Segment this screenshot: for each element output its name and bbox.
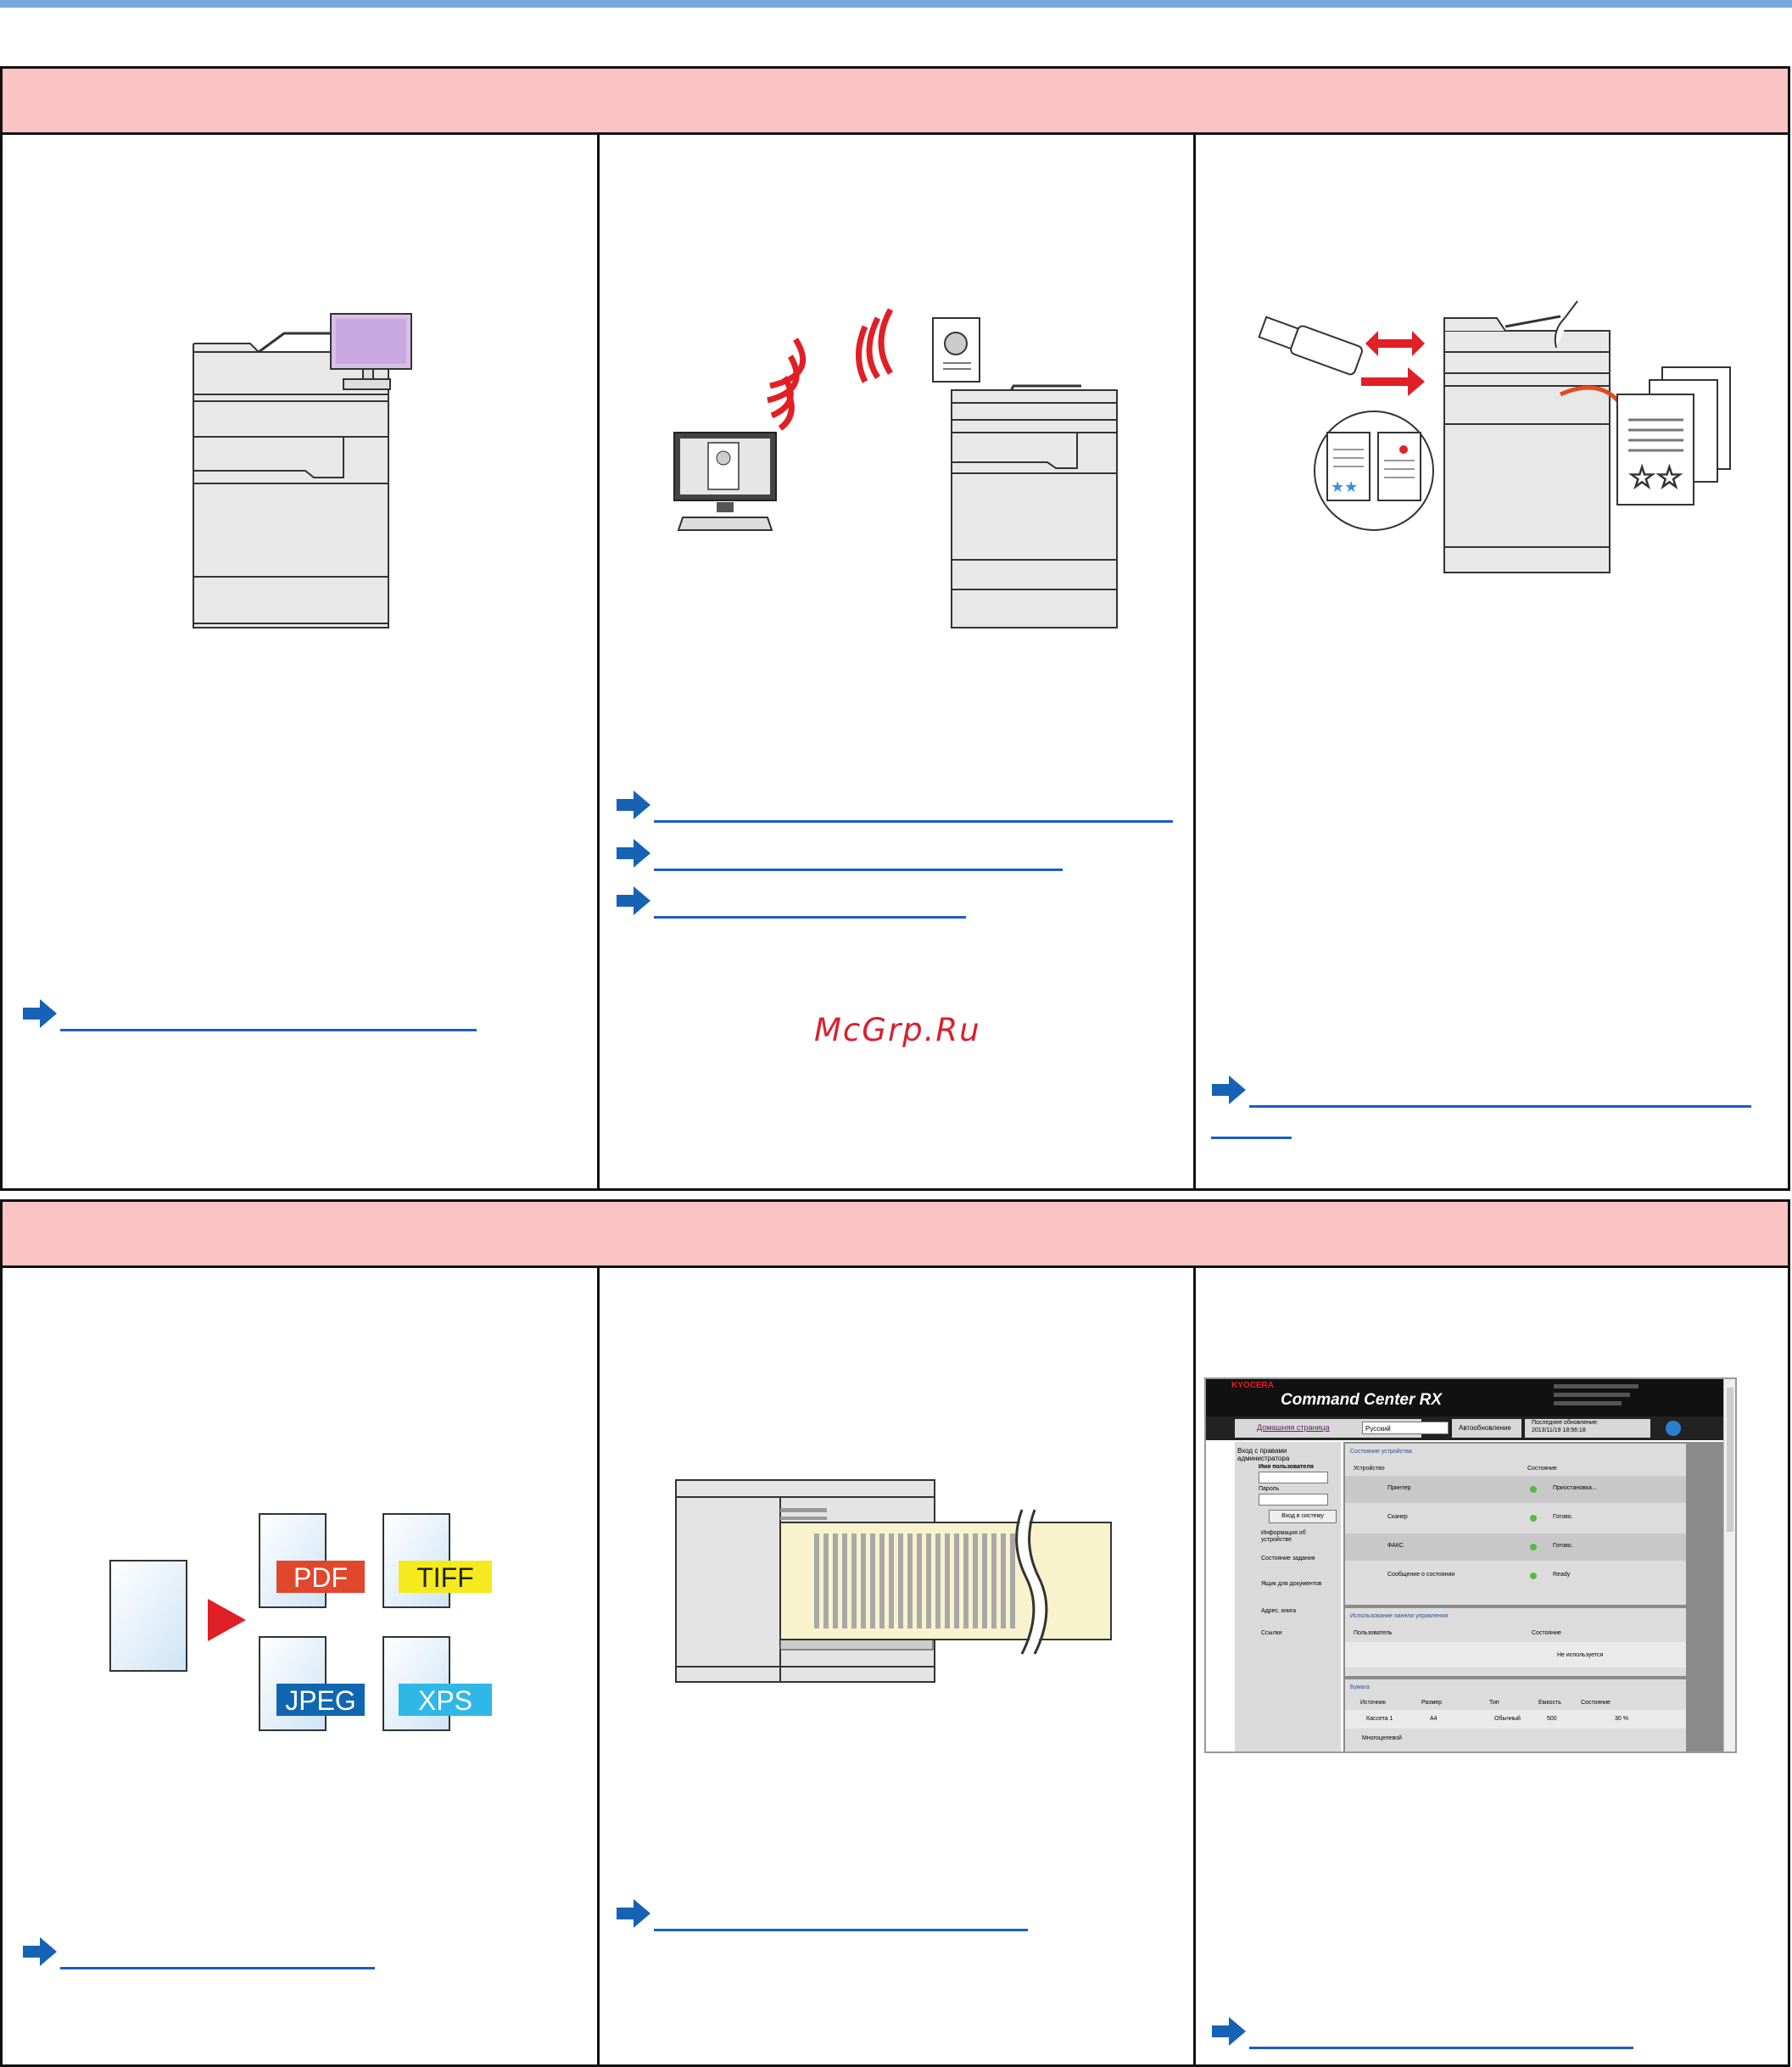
divider bbox=[1193, 135, 1196, 1191]
text-line-bar bbox=[935, 1533, 941, 1628]
divider bbox=[1193, 1268, 1196, 2067]
column-header: Состояние bbox=[1527, 1466, 1557, 1472]
text-lines bbox=[814, 1533, 1015, 1628]
nav-item[interactable]: Состояние задания bbox=[1261, 1556, 1315, 1561]
text-line-bar bbox=[917, 1533, 922, 1628]
text-line-bar bbox=[954, 1533, 959, 1628]
device-status-title: Состояние устройства bbox=[1350, 1449, 1412, 1455]
text-line-bar bbox=[1001, 1533, 1006, 1628]
cell-5-link[interactable] bbox=[617, 1897, 1028, 1931]
device-row: Сообщение о состоянии Ready bbox=[1345, 1562, 1686, 1589]
arrow-icon bbox=[1212, 2017, 1246, 2046]
auto-refresh-checkbox[interactable]: Автообновление bbox=[1459, 1424, 1511, 1432]
mfp-with-pc-illustration bbox=[193, 310, 412, 628]
nav-item[interactable]: Ссылки bbox=[1261, 1630, 1282, 1636]
long-original-illustration bbox=[675, 1479, 1112, 1683]
text-line-bar bbox=[879, 1533, 885, 1628]
text-line-bar bbox=[991, 1533, 996, 1628]
text-line-bar bbox=[1010, 1533, 1015, 1628]
column-header: Устройство bbox=[1354, 1466, 1385, 1472]
text-line-bar bbox=[833, 1533, 838, 1628]
text-line-bar bbox=[907, 1533, 913, 1628]
ccrx-sidebar: Вход с правами администратора Имя пользо… bbox=[1235, 1442, 1341, 1751]
password-label: Пароль bbox=[1259, 1486, 1280, 1492]
scrollbar[interactable] bbox=[1723, 1379, 1735, 1751]
paper-panel: Бумага Источник Размер Тип Емкость Состо… bbox=[1345, 1679, 1686, 1751]
text-line-bar bbox=[889, 1533, 894, 1628]
wireless-print-illustration bbox=[673, 308, 1118, 628]
panel-usage-title: Использование панели управления bbox=[1350, 1613, 1449, 1619]
text-line-bar bbox=[870, 1533, 875, 1628]
refresh-icon[interactable] bbox=[1666, 1421, 1681, 1436]
cell-3-link[interactable] bbox=[1212, 1074, 1755, 1108]
cell-2-link-1[interactable] bbox=[617, 789, 1176, 823]
cell-1-link[interactable] bbox=[23, 997, 477, 1031]
text-line-bar bbox=[851, 1533, 857, 1628]
top-accent-bar bbox=[0, 0, 1792, 8]
app-title: Command Center RX bbox=[1281, 1391, 1443, 1409]
svg-text:☆☆: ☆☆ bbox=[1628, 460, 1683, 494]
svg-text:★★: ★★ bbox=[1331, 478, 1358, 495]
password-input[interactable] bbox=[1259, 1494, 1328, 1506]
text-line-bar bbox=[973, 1533, 978, 1628]
format-tiff: TIFF bbox=[416, 1562, 474, 1593]
language-select[interactable]: Русский bbox=[1362, 1422, 1449, 1434]
nav-item[interactable]: Информация об устройстве bbox=[1261, 1530, 1306, 1543]
file-format-illustration: PDF TIFF JPEG XPS bbox=[109, 1513, 492, 1731]
text-line-bar bbox=[982, 1533, 987, 1628]
text-line-bar bbox=[898, 1533, 903, 1628]
format-pdf: PDF bbox=[293, 1562, 348, 1593]
text-line-bar bbox=[842, 1533, 847, 1628]
watermark: McGrp.Ru bbox=[814, 1012, 981, 1048]
section-2-header bbox=[3, 1202, 1788, 1268]
divider bbox=[597, 1268, 600, 2067]
cell-2-link-3[interactable] bbox=[617, 885, 973, 919]
brand-logo: KYOCERA bbox=[1231, 1381, 1275, 1390]
column-header: Состояние bbox=[1532, 1630, 1561, 1636]
arrow-icon bbox=[617, 1899, 650, 1928]
paper-title: Бумага bbox=[1350, 1684, 1370, 1690]
text-line-bar bbox=[945, 1533, 950, 1628]
ccrx-header: KYOCERA Command Center RX bbox=[1206, 1379, 1723, 1416]
divider bbox=[597, 135, 600, 1191]
cell-2-link-2[interactable] bbox=[617, 837, 1066, 871]
login-button[interactable]: Вход в систему bbox=[1269, 1510, 1337, 1523]
ccrx-content: Состояние устройства Устройство Состояни… bbox=[1343, 1442, 1723, 1751]
text-line-bar bbox=[823, 1533, 829, 1628]
username-input[interactable] bbox=[1259, 1472, 1328, 1483]
device-row: Принтер Приостановка... bbox=[1345, 1476, 1686, 1503]
device-status-panel: Состояние устройства Устройство Состояни… bbox=[1345, 1444, 1686, 1605]
arrow-icon bbox=[617, 839, 650, 868]
arrow-icon bbox=[23, 999, 57, 1028]
nav-item[interactable]: Адрес. книга bbox=[1261, 1608, 1297, 1614]
panel-usage-panel: Использование панели управления Пользова… bbox=[1345, 1608, 1686, 1676]
arrow-icon bbox=[23, 1937, 57, 1966]
arrow-icon bbox=[617, 886, 650, 915]
format-xps: XPS bbox=[418, 1685, 472, 1716]
login-title: Вход с правами администратора bbox=[1237, 1447, 1290, 1462]
cell-3-link-continuation[interactable] bbox=[1211, 1137, 1292, 1139]
ccrx-toolbar: Домашняя страница Русский Автообновление… bbox=[1206, 1416, 1723, 1440]
device-row: ФАКС Готово. bbox=[1345, 1533, 1686, 1561]
command-center-screenshot: KYOCERA Command Center RX Домашняя стран… bbox=[1204, 1377, 1737, 1753]
username-label: Имя пользователя bbox=[1259, 1464, 1314, 1470]
text-line-bar bbox=[861, 1533, 866, 1628]
arrow-icon bbox=[617, 790, 650, 819]
format-jpeg: JPEG bbox=[285, 1685, 356, 1716]
usb-copy-illustration: ☆☆ ★★ bbox=[1258, 300, 1731, 573]
last-update-value: 2013/11/19 18:56:18 bbox=[1532, 1427, 1586, 1433]
section-1-header bbox=[3, 69, 1788, 135]
arrow-icon bbox=[1212, 1075, 1246, 1104]
cell-4-link[interactable] bbox=[23, 1936, 375, 1969]
text-line-bar bbox=[963, 1533, 969, 1628]
last-update-label: Последнее обновление: bbox=[1532, 1420, 1599, 1426]
device-row: Сканер Готово. bbox=[1345, 1505, 1686, 1532]
text-line-bar bbox=[926, 1533, 931, 1628]
cell-6-link[interactable] bbox=[1212, 2015, 1633, 2049]
home-link[interactable]: Домашняя страница bbox=[1257, 1423, 1330, 1432]
panel-state: Не используется bbox=[1557, 1652, 1604, 1658]
nav-item[interactable]: Ящик для документов bbox=[1261, 1581, 1322, 1587]
column-header: Пользователь bbox=[1354, 1630, 1393, 1636]
text-line-bar bbox=[814, 1533, 819, 1628]
